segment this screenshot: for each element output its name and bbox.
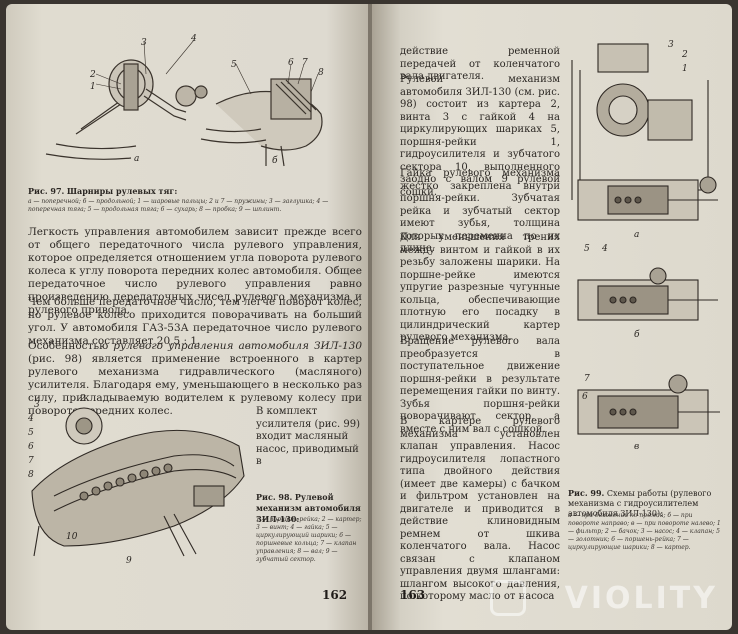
fig99-callout: 3 xyxy=(668,40,674,50)
fig99-callout: 5 xyxy=(584,244,590,254)
fig97-callout: 2 xyxy=(90,70,96,80)
fig98-callout: 2 xyxy=(80,394,86,404)
fig98-callout: 8 xyxy=(28,470,34,480)
left-page: 3 4 2 1 а 5 6 7 8 б Рис. 97. Шарниры рул… xyxy=(6,4,370,630)
page-number: 162 xyxy=(322,588,348,602)
book-gutter xyxy=(368,4,374,630)
fig97-callout: 5 xyxy=(231,60,237,70)
fig97-callout: 8 xyxy=(318,68,324,78)
figure-97-caption: Рис. 97. Шарниры рулевых тяг: xyxy=(28,186,358,197)
fig98-callout: 10 xyxy=(66,532,78,542)
open-book: 3 4 2 1 а 5 6 7 8 б Рис. 97. Шарниры рул… xyxy=(6,4,732,630)
figure-98-legend: 1 — поршень-рейка; 2 — картер; 3 — винт;… xyxy=(256,516,362,563)
fig99-callout: б xyxy=(634,330,640,340)
right-paragraph-6: В картере рулевого механизма установлен … xyxy=(400,416,560,602)
fig97-callout: б xyxy=(272,156,278,166)
right-page: действие ременной передачей от коленчато… xyxy=(372,4,732,630)
figure-97-number: Рис. 97. xyxy=(28,186,65,196)
page-number: 163 xyxy=(400,588,426,602)
left-paragraph-1: Легкость управления автомобилем зависит … xyxy=(28,226,362,316)
right-paragraph-3: Гайка рулевого механизма жестко закрепле… xyxy=(400,168,560,254)
left-paragraph-3: Особенностью рулевого управления автомоб… xyxy=(28,340,362,418)
figure-98-caption: Рис. 98. Рулевой механизм автомобиля ЗИЛ… xyxy=(256,492,364,525)
figure-99-title: Схемы работы (рулевого механизма с гидро… xyxy=(568,489,712,518)
figure-97-title: Шарниры рулевых тяг: xyxy=(66,186,178,196)
right-paragraph-2: Рулевой механизм автомобиля ЗИЛ-130 (см.… xyxy=(400,74,560,198)
watermark-logo-icon xyxy=(490,580,526,616)
fig97-callout: а xyxy=(134,154,140,164)
fig98-callout: 6 xyxy=(28,442,34,452)
right-paragraph-5: Вращение рулевого вала преобразуется в п… xyxy=(400,336,561,435)
figure-98-illustration xyxy=(31,407,245,557)
fig99-callout: 7 xyxy=(584,374,590,384)
fig98-callout: 5 xyxy=(28,428,34,438)
figure-99-caption: Рис. 99. Схемы работы (рулевого механизм… xyxy=(568,488,724,519)
left-paragraph-2: Чем больше передаточное число, тем легче… xyxy=(28,296,362,347)
figure-97-legend: а — поперечной; б — продольной; 1 — шаро… xyxy=(28,198,329,213)
left-paragraph-3-mid: (рис. 98) является применение встроенног… xyxy=(28,353,362,417)
fig99-callout: 6 xyxy=(582,392,588,402)
fig97-callout: 7 xyxy=(302,58,308,68)
fig98-callout: 7 xyxy=(28,456,34,466)
right-paragraph-4: Для уменьшения трения между винтом и гай… xyxy=(400,232,560,343)
left-paragraph-3-tail: В комплект усилителя (рис. 99) входит ма… xyxy=(256,406,361,467)
fig97-callout: 6 xyxy=(288,58,294,68)
fig97-callout: 1 xyxy=(90,82,96,92)
fig99-callout: 1 xyxy=(682,64,688,74)
fig99-callout: 4 xyxy=(602,244,608,254)
fig99-callout: а xyxy=(634,230,640,240)
fig98-callout: 4 xyxy=(28,414,34,424)
left-paragraph-3-start: Особенностью xyxy=(28,340,114,352)
fig98-callout: 3 xyxy=(34,400,40,410)
figure-98-title: Рулевой механизм автомобиля ЗИЛ-130: xyxy=(256,492,361,524)
fig98-callout: 9 xyxy=(126,556,132,566)
fig97-callout: 3 xyxy=(141,38,147,48)
figure-99-legend: а — при движении по прямой; б — при пово… xyxy=(568,512,721,551)
fig97-callout: 4 xyxy=(191,34,197,44)
right-paragraph-1: действие ременной передачей от коленчато… xyxy=(400,46,560,82)
left-paragraph-3-italic: рулевого управления автомобиля ЗИЛ-130 xyxy=(113,340,362,352)
fig99-callout: 2 xyxy=(682,50,688,60)
figure-97-illustration xyxy=(45,39,323,167)
figure-99-illustration xyxy=(571,43,720,435)
fig99-callout: в xyxy=(634,442,640,452)
figure-98-number: Рис. 98. xyxy=(256,492,293,502)
figure-99-number: Рис. 99. xyxy=(568,488,605,498)
watermark: VIOLITY xyxy=(564,581,718,616)
